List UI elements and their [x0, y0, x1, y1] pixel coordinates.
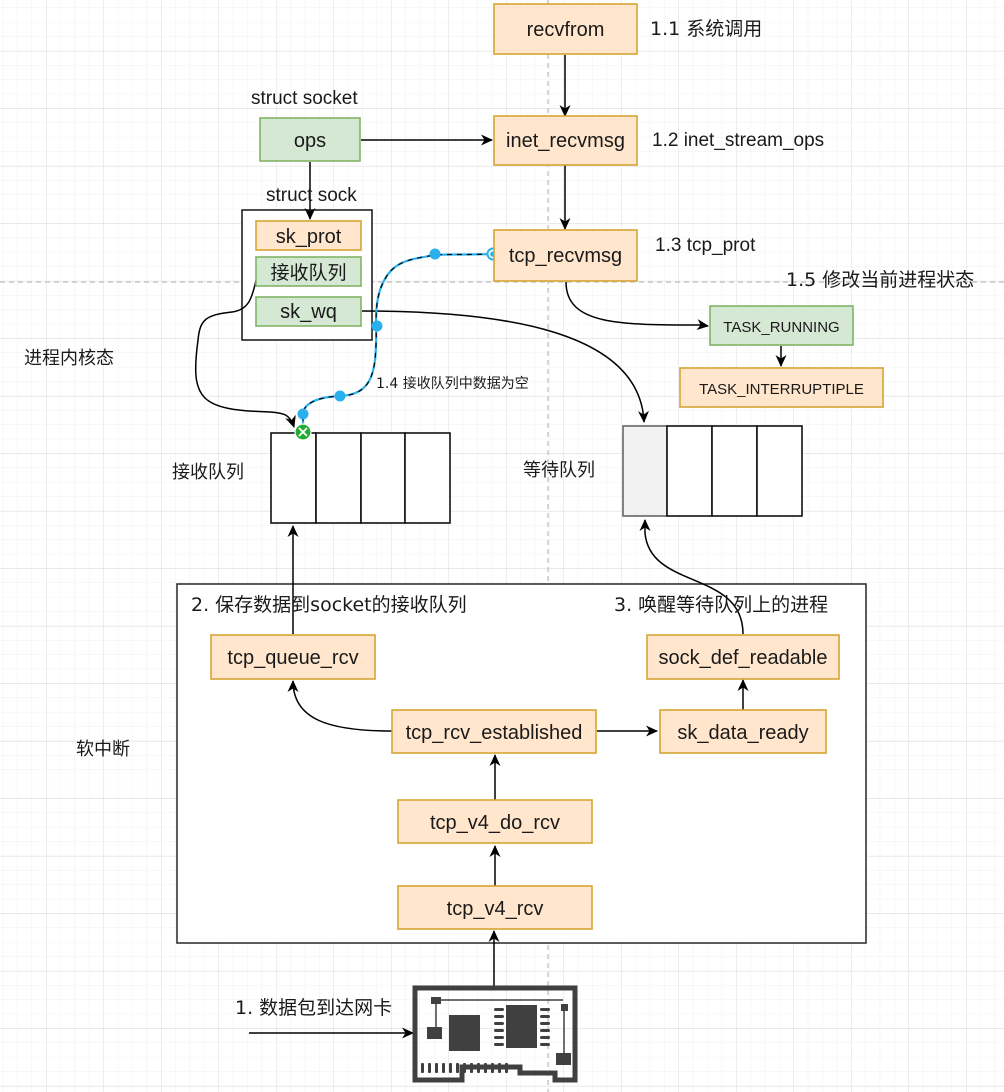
node-recvfrom[interactable]: recvfrom — [493, 3, 638, 55]
edge-tcp-recvmsg-to-task-running[interactable] — [565, 281, 709, 331]
node-sock-def-readable-label: sock_def_readable — [658, 647, 827, 669]
node-sk-prot[interactable]: sk_prot — [255, 220, 362, 251]
label-step-1-3: 1.3 tcp_prot — [655, 235, 756, 256]
edge-connector-pins — [421, 1063, 508, 1073]
node-recv-queue-field-label: 接收队列 — [270, 262, 346, 284]
node-tcp-rcv-established[interactable]: tcp_rcv_established — [391, 709, 597, 754]
receive-queue[interactable] — [270, 432, 451, 524]
label-step-3: 3. 唤醒等待队列上的进程 — [614, 594, 828, 616]
node-sk-prot-label: sk_prot — [276, 226, 342, 248]
connectors — [194, 55, 787, 1039]
labels: 1.1 系统调用 1.2 inet_stream_ops 1.3 tcp_pro… — [24, 18, 974, 1019]
node-sk-wq-label: sk_wq — [280, 301, 337, 323]
node-task-interruptible[interactable]: TASK_INTERRUPTIPLE — [679, 367, 884, 408]
label-kernel-process-context: 进程内核态 — [24, 348, 114, 369]
node-recv-queue-field[interactable]: 接收队列 — [255, 256, 362, 287]
receive-queue-slot — [360, 432, 406, 524]
node-tcp-recvmsg-label: tcp_recvmsg — [509, 245, 622, 267]
label-recv-queue: 接收队列 — [172, 462, 244, 483]
waypoint-handle[interactable] — [334, 390, 346, 402]
edge-tcp-rcv-established-to-tcp-queue-rcv[interactable] — [287, 680, 393, 732]
node-task-running-label: TASK_RUNNING — [723, 319, 839, 336]
node-tcp-v4-do-rcv-label: tcp_v4_do_rcv — [430, 812, 560, 834]
node-tcp-queue-rcv[interactable]: tcp_queue_rcv — [210, 634, 376, 680]
receive-queue-slot — [270, 432, 317, 524]
wait-queue-slot — [711, 425, 758, 517]
label-step-1-1: 1.1 系统调用 — [650, 18, 762, 40]
node-task-running[interactable]: TASK_RUNNING — [709, 305, 854, 346]
wait-queue[interactable] — [622, 425, 803, 517]
edge-sock-def-readable-to-wait-queue[interactable] — [639, 519, 744, 635]
label-step-1: 1. 数据包到达网卡 — [235, 997, 392, 1019]
node-recvfrom-label: recvfrom — [527, 19, 605, 41]
label-step-2: 2. 保存数据到socket的接收队列 — [191, 594, 467, 616]
node-sk-wq[interactable]: sk_wq — [255, 296, 362, 327]
node-tcp-v4-rcv[interactable]: tcp_v4_rcv — [397, 885, 593, 930]
node-sock-def-readable[interactable]: sock_def_readable — [646, 634, 840, 680]
chip-pins — [494, 1008, 550, 1046]
waypoint-handle[interactable] — [429, 248, 441, 260]
label-struct-socket: struct socket — [251, 88, 358, 109]
label-wait-queue: 等待队列 — [523, 460, 595, 481]
node-sk-data-ready[interactable]: sk_data_ready — [659, 709, 827, 754]
node-sk-data-ready-label: sk_data_ready — [677, 722, 808, 744]
node-tcp-rcv-established-label: tcp_rcv_established — [406, 722, 583, 744]
edge-recv-queue-field-to-recv-queue[interactable] — [194, 275, 296, 428]
label-step-1-2: 1.2 inet_stream_ops — [652, 130, 824, 151]
edge-sk-wq-to-wait-queue[interactable] — [361, 310, 650, 423]
node-inet-recvmsg[interactable]: inet_recvmsg — [493, 115, 638, 166]
wait-queue-slot — [622, 425, 668, 517]
node-tcp-queue-rcv-label: tcp_queue_rcv — [227, 647, 358, 669]
receive-queue-slot — [404, 432, 451, 524]
wait-queue-slot — [756, 425, 803, 517]
label-softirq: 软中断 — [76, 739, 130, 760]
wait-queue-slot — [666, 425, 713, 517]
waypoint-handle[interactable] — [297, 408, 309, 420]
node-task-interruptible-label: TASK_INTERRUPTIPLE — [699, 381, 864, 398]
node-ops[interactable]: ops — [259, 117, 361, 162]
node-tcp-v4-do-rcv[interactable]: tcp_v4_do_rcv — [397, 799, 593, 844]
node-tcp-recvmsg[interactable]: tcp_recvmsg — [493, 229, 638, 282]
node-ops-label: ops — [294, 130, 326, 152]
label-step-1-4: 1.4 接收队列中数据为空 — [376, 375, 529, 392]
receive-queue-slot — [315, 432, 362, 524]
label-struct-sock: struct sock — [266, 185, 357, 206]
node-inet-recvmsg-label: inet_recvmsg — [506, 130, 625, 152]
label-step-1-5: 1.5 修改当前进程状态 — [786, 269, 974, 291]
waypoint-handle[interactable] — [371, 320, 383, 332]
error-x-icon — [294, 423, 312, 441]
node-tcp-v4-rcv-label: tcp_v4_rcv — [447, 898, 544, 920]
network-card-icon[interactable] — [412, 985, 578, 1083]
